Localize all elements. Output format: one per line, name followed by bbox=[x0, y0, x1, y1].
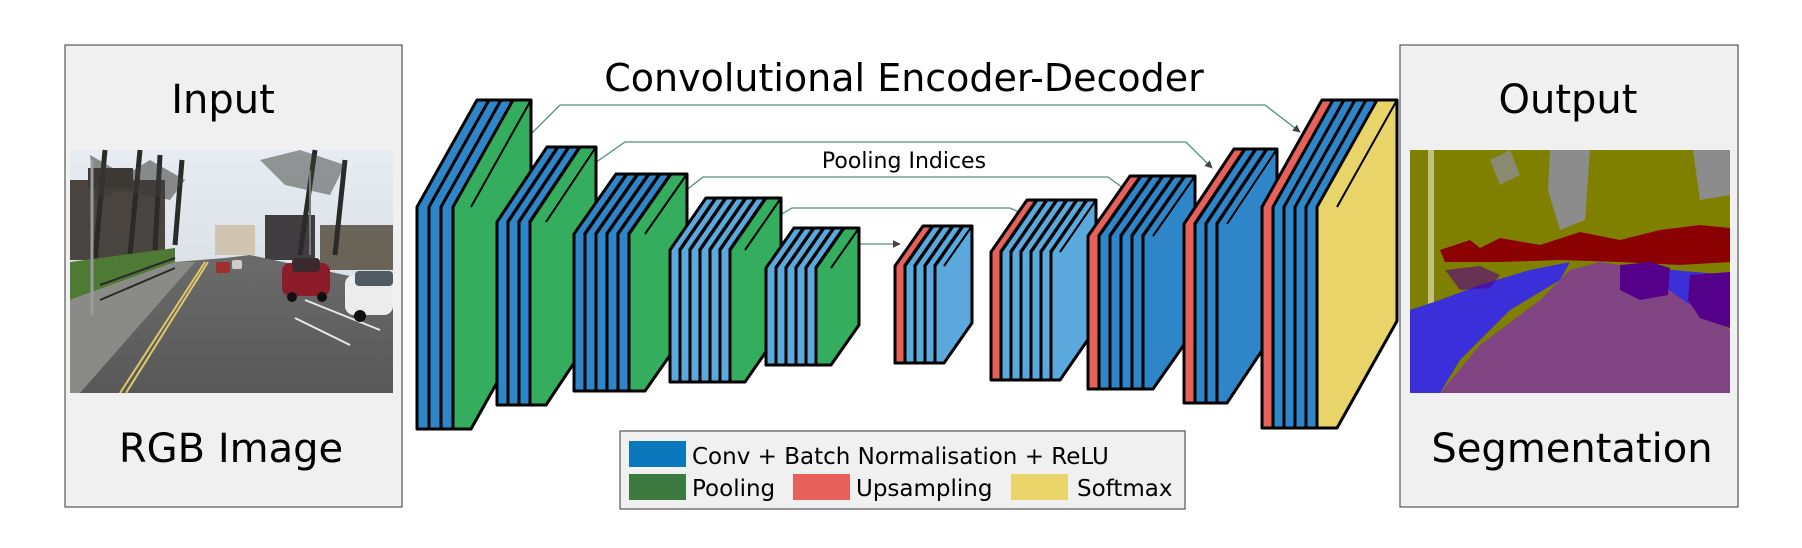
legend-swatch-upsampling bbox=[793, 474, 850, 500]
input-title: Input bbox=[171, 77, 275, 123]
layer-block-4-pooling-slab-edge bbox=[744, 197, 782, 251]
legend-label-softmax: Softmax bbox=[1077, 476, 1173, 502]
layer-block-5-pooling-slab-edge bbox=[830, 227, 860, 269]
layer-block-9-conv-slab-edge bbox=[1226, 148, 1278, 225]
skip-connections bbox=[529, 104, 1301, 248]
layer-block-7-conv-slab-edge bbox=[1059, 199, 1097, 253]
legend-swatch-pooling bbox=[629, 474, 686, 500]
legend: Conv + Batch Normalisation + ReLU Poolin… bbox=[619, 430, 1186, 510]
legend-swatch-softmax bbox=[1011, 474, 1068, 500]
layer-block-6-conv-slab-edge bbox=[943, 225, 973, 267]
network-layers bbox=[415, 98, 1399, 431]
layer-block-10-softmax-slab-edge bbox=[1336, 99, 1398, 208]
legend-frame bbox=[619, 430, 1186, 510]
output-panel: Output Segmentation bbox=[1399, 44, 1739, 508]
output-caption: Segmentation bbox=[1431, 426, 1712, 472]
layer-block-8-conv-slab-edge bbox=[1152, 175, 1196, 237]
skip-arrow-2 bbox=[591, 141, 1213, 169]
input-caption: RGB Image bbox=[119, 426, 343, 472]
layer-block-2-pooling-slab-edge bbox=[545, 146, 597, 223]
skip-arrow-1 bbox=[529, 104, 1301, 136]
legend-label-conv: Conv + Batch Normalisation + ReLU bbox=[692, 444, 1109, 470]
skip-arrow-4 bbox=[774, 207, 1033, 219]
network-title: Convolutional Encoder-Decoder bbox=[604, 56, 1204, 100]
output-title: Output bbox=[1499, 77, 1638, 123]
legend-swatch-conv bbox=[629, 441, 686, 467]
legend-label-pooling: Pooling bbox=[692, 476, 775, 502]
legend-label-upsampling: Upsampling bbox=[856, 476, 992, 502]
input-road-photo bbox=[70, 149, 393, 394]
output-segmentation-map bbox=[1410, 150, 1730, 393]
skip-arrow-3 bbox=[679, 176, 1131, 196]
input-panel: Input bbox=[64, 44, 403, 508]
layer-block-3-pooling-slab-edge bbox=[644, 173, 688, 235]
pooling-indices-label: Pooling Indices bbox=[822, 149, 986, 174]
layer-block-1-pooling-slab-edge bbox=[470, 99, 532, 208]
